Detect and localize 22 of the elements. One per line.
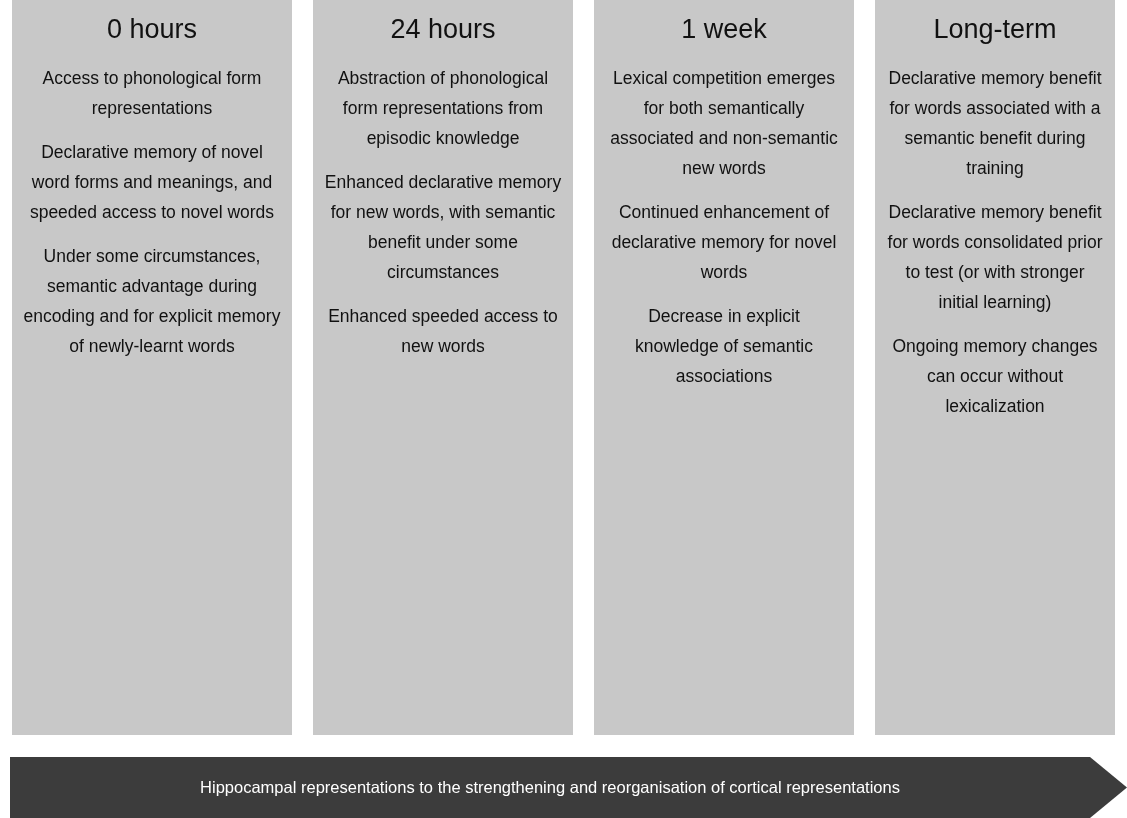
column-panel — [594, 0, 854, 735]
column-text: Enhanced declarative memory for new words, with semantic benefit under some circumstances — [323, 171, 563, 284]
column-text: Access to phonological form representations — [41, 67, 263, 120]
column-text: Declarative memory of novel word forms and meanings, and speeded access to novel words — [28, 141, 276, 224]
column-text: Abstraction of phonological form representations from episodic knowledge — [336, 67, 550, 150]
column-text: Declarative memory benefit for words associated with a semantic benefit during training — [887, 67, 1103, 180]
column-heading: 24 hours — [389, 14, 497, 45]
column-panel — [12, 0, 292, 735]
column-text: Continued enhancement of declarative memory for novel words — [610, 201, 838, 284]
column-text: Lexical competition emerges for both semantically associated and non-semantic new words — [609, 67, 839, 180]
arrow-band — [10, 757, 1127, 818]
column-text: Declarative memory benefit for words consolidated prior to test (or with stronger initial learning) — [886, 201, 1104, 314]
column-heading: 1 week — [680, 14, 768, 45]
column-heading: Long-term — [932, 14, 1058, 45]
column-heading: 0 hours — [105, 14, 199, 45]
column-panel — [313, 0, 573, 735]
column-text: Ongoing memory changes can occur without lexicalization — [891, 335, 1099, 418]
column-text: Decrease in explicit knowledge of semantic associations — [634, 305, 814, 388]
column-text: Enhanced speeded access to new words — [327, 305, 559, 358]
column-text: Under some circumstances, semantic advantage during encoding and for explicit memory of newly-learnt words — [22, 245, 282, 358]
column-panel — [875, 0, 1115, 735]
arrow-text: Hippocampal representations to the strengthening and reorganisation of cortical representations — [199, 777, 901, 798]
